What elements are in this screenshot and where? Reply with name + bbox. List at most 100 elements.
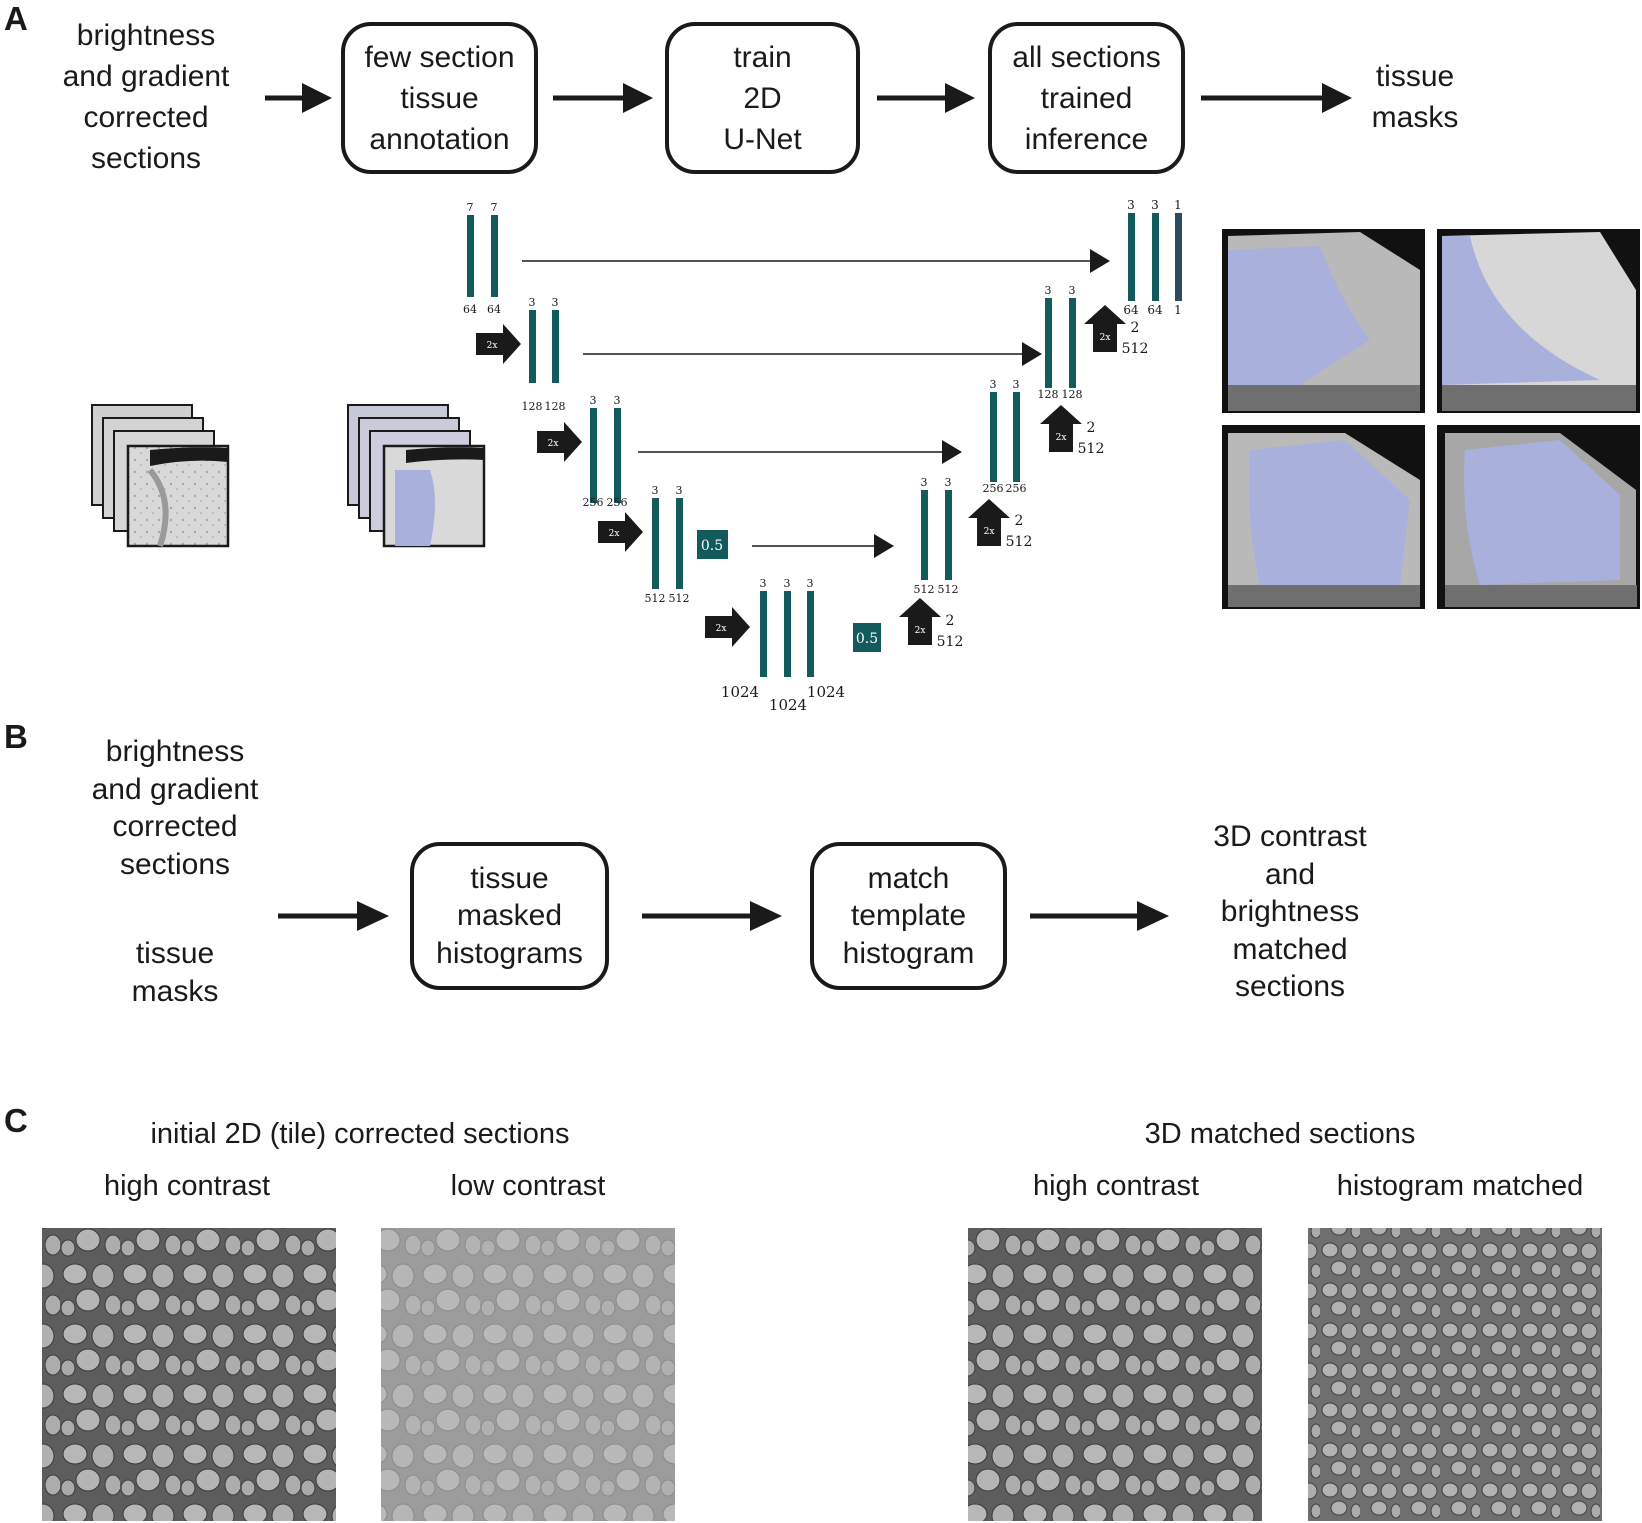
unet-pool-arrows — [476, 324, 750, 647]
unet-skip-connections — [522, 249, 1110, 558]
kernel-size-label: 3 — [807, 577, 814, 590]
channel-count-label: 128 — [545, 400, 566, 413]
dec2-bar — [1045, 298, 1052, 388]
mask-result-3 — [1222, 425, 1425, 609]
c-tile3-label: high contrast — [1032, 1170, 1200, 1202]
kernel-size-label: 1 — [1174, 198, 1182, 212]
c-group2-title: 3D matched sections — [1144, 1118, 1416, 1150]
mask-result-2 — [1437, 229, 1640, 413]
up-arrow — [1040, 405, 1082, 452]
up-arrow — [968, 499, 1010, 546]
kernel-size-label: 3 — [921, 476, 928, 489]
c-tile-high-contrast-3d — [968, 1228, 1262, 1521]
c-tile1-label: high contrast — [103, 1170, 271, 1202]
enc4-bar — [676, 498, 683, 589]
enc3-bar — [590, 408, 597, 503]
dropout-label: 0.5 — [701, 538, 723, 554]
kernel-size-label: 7 — [491, 201, 498, 214]
up-factor-label: 2 — [1087, 420, 1096, 436]
up-label: 2x — [1056, 433, 1067, 443]
kernel-size-label: 7 — [467, 201, 474, 214]
pool-label: 2x — [716, 624, 727, 634]
up-channels-label: 512 — [937, 634, 964, 650]
channel-count-label: 64 — [1147, 303, 1163, 317]
kernel-size-label: 3 — [945, 476, 952, 489]
c-tile-high-contrast — [42, 1228, 336, 1521]
up-label: 2x — [984, 527, 995, 537]
panel-label-b: B — [4, 718, 28, 755]
kernel-size-label: 3 — [1013, 378, 1020, 391]
pool-arrow — [705, 607, 750, 647]
pool-label: 2x — [548, 439, 559, 449]
c-tile4-label: histogram matched — [1336, 1170, 1584, 1202]
pool-label: 2x — [487, 341, 498, 351]
dec1-bar — [1152, 213, 1159, 301]
up-label: 2x — [915, 626, 926, 636]
dec2-bar — [1069, 298, 1076, 388]
channel-count-label: 1024 — [807, 683, 845, 701]
up-arrow — [1084, 305, 1126, 352]
up-channels-label: 512 — [1078, 441, 1105, 457]
kernel-size-label: 3 — [1127, 198, 1135, 212]
channel-count-label: 64 — [1123, 303, 1139, 317]
channel-count-label: 256 — [983, 482, 1004, 495]
unet-decoder — [921, 213, 1182, 580]
enc2-bar — [552, 310, 559, 383]
channel-count-label: 512 — [645, 592, 666, 605]
kernel-size-label: 3 — [1151, 198, 1159, 212]
up-channels-label: 512 — [1006, 534, 1033, 550]
a-flow-arrows — [265, 83, 1352, 113]
pool-arrow — [476, 324, 521, 364]
enc1-bar — [467, 215, 474, 297]
dec1-bar — [1128, 213, 1135, 301]
unet-labels: 7 64 7 64 3 128 3 128 3 256 3 256 3 512 3 512 3 512 3 512 3 2… — [463, 198, 1182, 714]
up-arrow — [899, 598, 941, 645]
up-factor-label: 2 — [946, 613, 955, 629]
channel-count-label: 1024 — [769, 696, 807, 714]
kernel-size-label: 3 — [676, 484, 683, 497]
dec3-bar — [990, 392, 997, 482]
enc1-bar — [491, 215, 498, 297]
kernel-size-label: 3 — [760, 577, 767, 590]
dec4-bar — [945, 490, 952, 580]
channel-count-label: 512 — [938, 583, 959, 596]
kernel-size-label: 3 — [552, 296, 559, 309]
kernel-size-label: 3 — [614, 394, 621, 407]
up-factor-label: 2 — [1015, 513, 1024, 529]
channel-count-label: 64 — [487, 303, 501, 316]
kernel-size-label: 3 — [1045, 284, 1052, 297]
kernel-size-label: 3 — [652, 484, 659, 497]
kernel-size-label: 3 — [590, 394, 597, 407]
channel-count-label: 512 — [914, 583, 935, 596]
c-tiles — [42, 1228, 1602, 1521]
annotated-section-stack — [347, 404, 486, 548]
dropout-label: 0.5 — [856, 631, 878, 647]
channel-count-label: 256 — [1006, 482, 1027, 495]
channel-count-label: 64 — [463, 303, 477, 316]
enc2-bar — [529, 310, 536, 383]
mask-result-4 — [1437, 425, 1640, 609]
up-factor-label: 2 — [1131, 320, 1140, 336]
tissue-mask-results — [1222, 229, 1640, 609]
pool-arrow — [537, 422, 582, 462]
unet-up-arrows — [899, 305, 1126, 645]
c-tile-low-contrast — [381, 1228, 675, 1521]
raw-section-stack — [91, 404, 230, 548]
dec4-bar — [921, 490, 928, 580]
up-channels-label: 512 — [1122, 341, 1149, 357]
pool-arrow — [598, 512, 643, 552]
panel-label-c: C — [4, 1102, 28, 1139]
channel-count-label: 1 — [1174, 303, 1182, 317]
enc4-bar — [652, 498, 659, 589]
kernel-size-label: 3 — [990, 378, 997, 391]
channel-count-label: 128 — [1062, 388, 1083, 401]
bottleneck-bar — [784, 591, 791, 677]
